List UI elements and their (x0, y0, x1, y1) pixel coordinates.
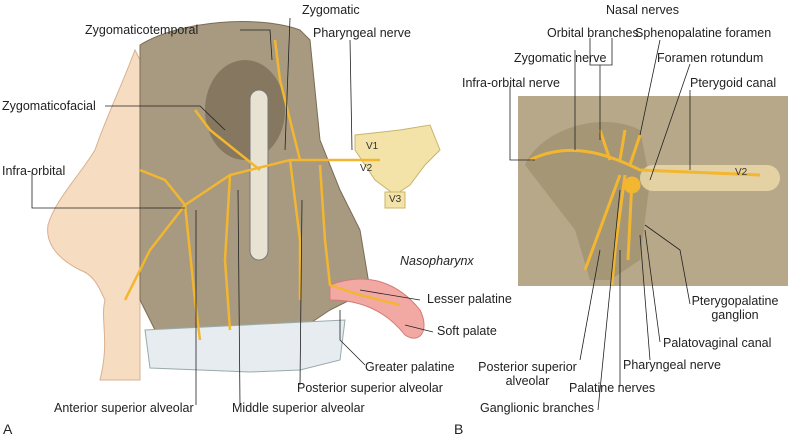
label-infra-orbital-nerve: Infra-orbital nerve (462, 76, 560, 90)
label-zygomaticofacial: Zygomaticofacial (2, 99, 96, 113)
label-pterygopalatine-ganglion: Pterygopalatine ganglion (691, 294, 779, 322)
face-profile (47, 48, 141, 381)
teeth (144, 319, 346, 373)
nasal-septum-section (249, 89, 269, 261)
label-palatine-nerves: Palatine nerves (569, 381, 656, 395)
v3-trunk (384, 191, 406, 209)
label-pterygoid-canal: Pterygoid canal (690, 76, 777, 90)
label-ganglionic-branches: Ganglionic branches (480, 401, 594, 415)
orbit (205, 60, 285, 160)
label-palatovaginal-canal: Palatovaginal canal (663, 336, 772, 350)
nerves-panel-b (529, 129, 761, 286)
label-foramen-rotundum: Foramen rotundum (657, 51, 764, 65)
label-anterior-superior-alveolar: Anterior superior alveolar (54, 401, 194, 415)
nerves-panel-a (123, 39, 401, 341)
label-pharyngeal-nerve-a: Pharyngeal nerve (313, 26, 411, 40)
label-nasal-nerves: Nasal nerves (606, 3, 679, 17)
trigeminal-ganglion (354, 124, 441, 196)
label-zygomaticotemporal: Zygomaticotemporal (85, 23, 199, 37)
label-zygomatic: Zygomatic (302, 3, 360, 17)
label-infra-orbital: Infra-orbital (2, 164, 66, 178)
label-lesser-palatine: Lesser palatine (427, 292, 512, 306)
label-pharyngeal-nerve-b: Pharyngeal nerve (623, 358, 721, 372)
label-nasopharynx: Nasopharynx (400, 254, 474, 268)
label-sphenopalatine-foramen: Sphenopalatine foramen (635, 26, 772, 40)
label-greater-palatine: Greater palatine (365, 360, 455, 374)
label-v2-a: V2 (360, 163, 373, 174)
label-v2-b: V2 (735, 167, 748, 178)
panel-letter-a: A (3, 421, 13, 437)
label-soft-palate: Soft palate (437, 324, 497, 338)
label-middle-superior-alveolar: Middle superior alveolar (232, 401, 365, 415)
label-posterior-superior-alveolar-a: Posterior superior alveolar (297, 381, 443, 395)
panel-letter-b: B (454, 421, 464, 437)
label-v3: V3 (389, 194, 402, 205)
label-zygomatic-nerve: Zygomatic nerve (514, 51, 607, 65)
label-orbital-branches: Orbital branches (547, 26, 639, 40)
label-v1: V1 (366, 141, 379, 152)
label-posterior-superior-alveolar-b: Posterior superior alveolar (478, 360, 577, 388)
leader-lines (31, 17, 691, 411)
pterygoid-canal-tube (640, 165, 780, 191)
